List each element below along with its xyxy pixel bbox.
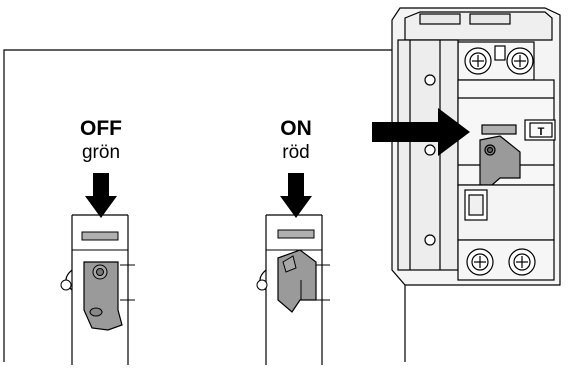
bottom-terminals: [457, 239, 555, 281]
off-sublabel: grön: [81, 142, 121, 163]
breaker-device: [391, 7, 561, 286]
off-label: OFF: [80, 117, 122, 140]
down-arrow-icon: [280, 173, 312, 218]
off-breaker: [60, 173, 135, 365]
device-button-label: T: [538, 126, 545, 138]
toggle-handle-icon: [277, 249, 317, 313]
on-breaker: [256, 173, 330, 365]
on-label: ON: [280, 117, 312, 140]
on-indicator: [277, 229, 315, 239]
toggle-handle-icon: [83, 261, 123, 331]
on-sublabel: röd: [282, 142, 310, 163]
test-button: [524, 119, 556, 141]
down-arrow-icon: [85, 173, 117, 218]
top-terminals: [457, 41, 535, 81]
right-arrow-icon: [372, 108, 470, 156]
device-indicator: [481, 124, 517, 135]
off-indicator: [81, 231, 119, 241]
